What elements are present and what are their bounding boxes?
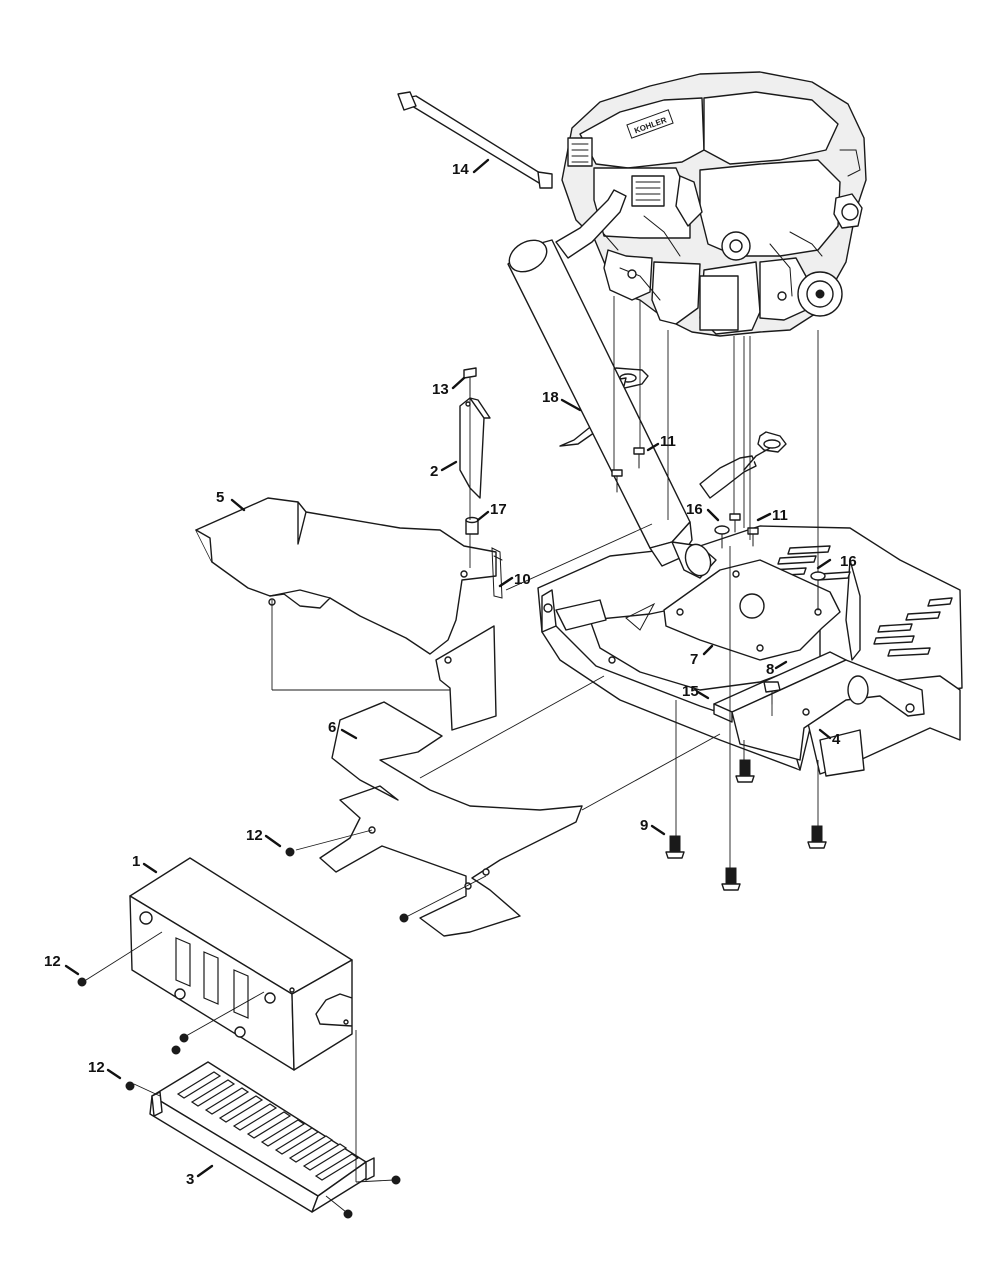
callout-13: 13 — [432, 381, 449, 398]
callout-15: 15 — [682, 683, 699, 700]
heat-deflector — [319, 701, 583, 937]
assembly-guide-lines — [85, 296, 819, 1213]
hose-assembly — [397, 91, 553, 189]
engine: KOHLER — [561, 71, 867, 337]
bolt-11a — [611, 447, 645, 493]
retaining-clip — [491, 547, 503, 599]
callout-4: 4 — [832, 731, 841, 748]
callout-14: 14 — [452, 161, 469, 178]
callout-7: 7 — [690, 651, 698, 668]
callout-1: 1 — [132, 853, 140, 870]
nut-16a — [714, 525, 730, 549]
muffler — [507, 189, 787, 579]
heat-shield-bracket — [713, 651, 925, 761]
shield-bracket — [459, 397, 491, 499]
callout-8: 8 — [766, 661, 774, 678]
callout-10: 10 — [514, 571, 531, 588]
engine-vent-grille-left — [571, 143, 589, 163]
callout-labels: 14 13 18 2 11 17 5 10 16 11 16 7 8 15 4 … — [44, 161, 857, 1188]
spacer — [465, 516, 479, 535]
muffler-grate — [149, 1061, 375, 1213]
screw-frame-c — [721, 867, 741, 891]
screw-12-deflector-a — [285, 847, 295, 857]
callout-11-lower: 11 — [772, 507, 788, 524]
callout-leaders — [64, 158, 832, 1178]
callout-3: 3 — [186, 1171, 194, 1188]
callout-16-left: 16 — [686, 501, 703, 518]
callout-18: 18 — [542, 389, 559, 406]
bolt-11b — [729, 513, 759, 547]
grate-slots — [176, 1071, 360, 1181]
callout-16-right: 16 — [840, 553, 857, 570]
callout-12-deflector: 12 — [246, 827, 263, 844]
frame-vent-slots — [767, 545, 953, 657]
screw-12-guard — [77, 977, 189, 1055]
screw-frame-a — [735, 759, 755, 783]
callout-12-grate: 12 — [88, 1059, 105, 1076]
muffler-guard — [129, 857, 353, 1071]
callout-12-guard: 12 — [44, 953, 61, 970]
callout-9: 9 — [640, 817, 648, 834]
screw-frame-b — [807, 825, 827, 849]
nut-8 — [763, 681, 781, 705]
heat-shield-plate — [663, 559, 841, 661]
rear-shield — [195, 497, 497, 731]
screw-9 — [665, 835, 685, 859]
engine-vent-grille-right — [635, 181, 661, 201]
callout-5: 5 — [216, 489, 224, 506]
callout-6: 6 — [328, 719, 336, 736]
callout-11-upper: 11 — [660, 433, 676, 450]
callout-2: 2 — [430, 463, 438, 480]
bolt-13 — [463, 367, 477, 397]
screw-12-deflector-b — [399, 913, 409, 923]
callout-17: 17 — [490, 501, 507, 518]
